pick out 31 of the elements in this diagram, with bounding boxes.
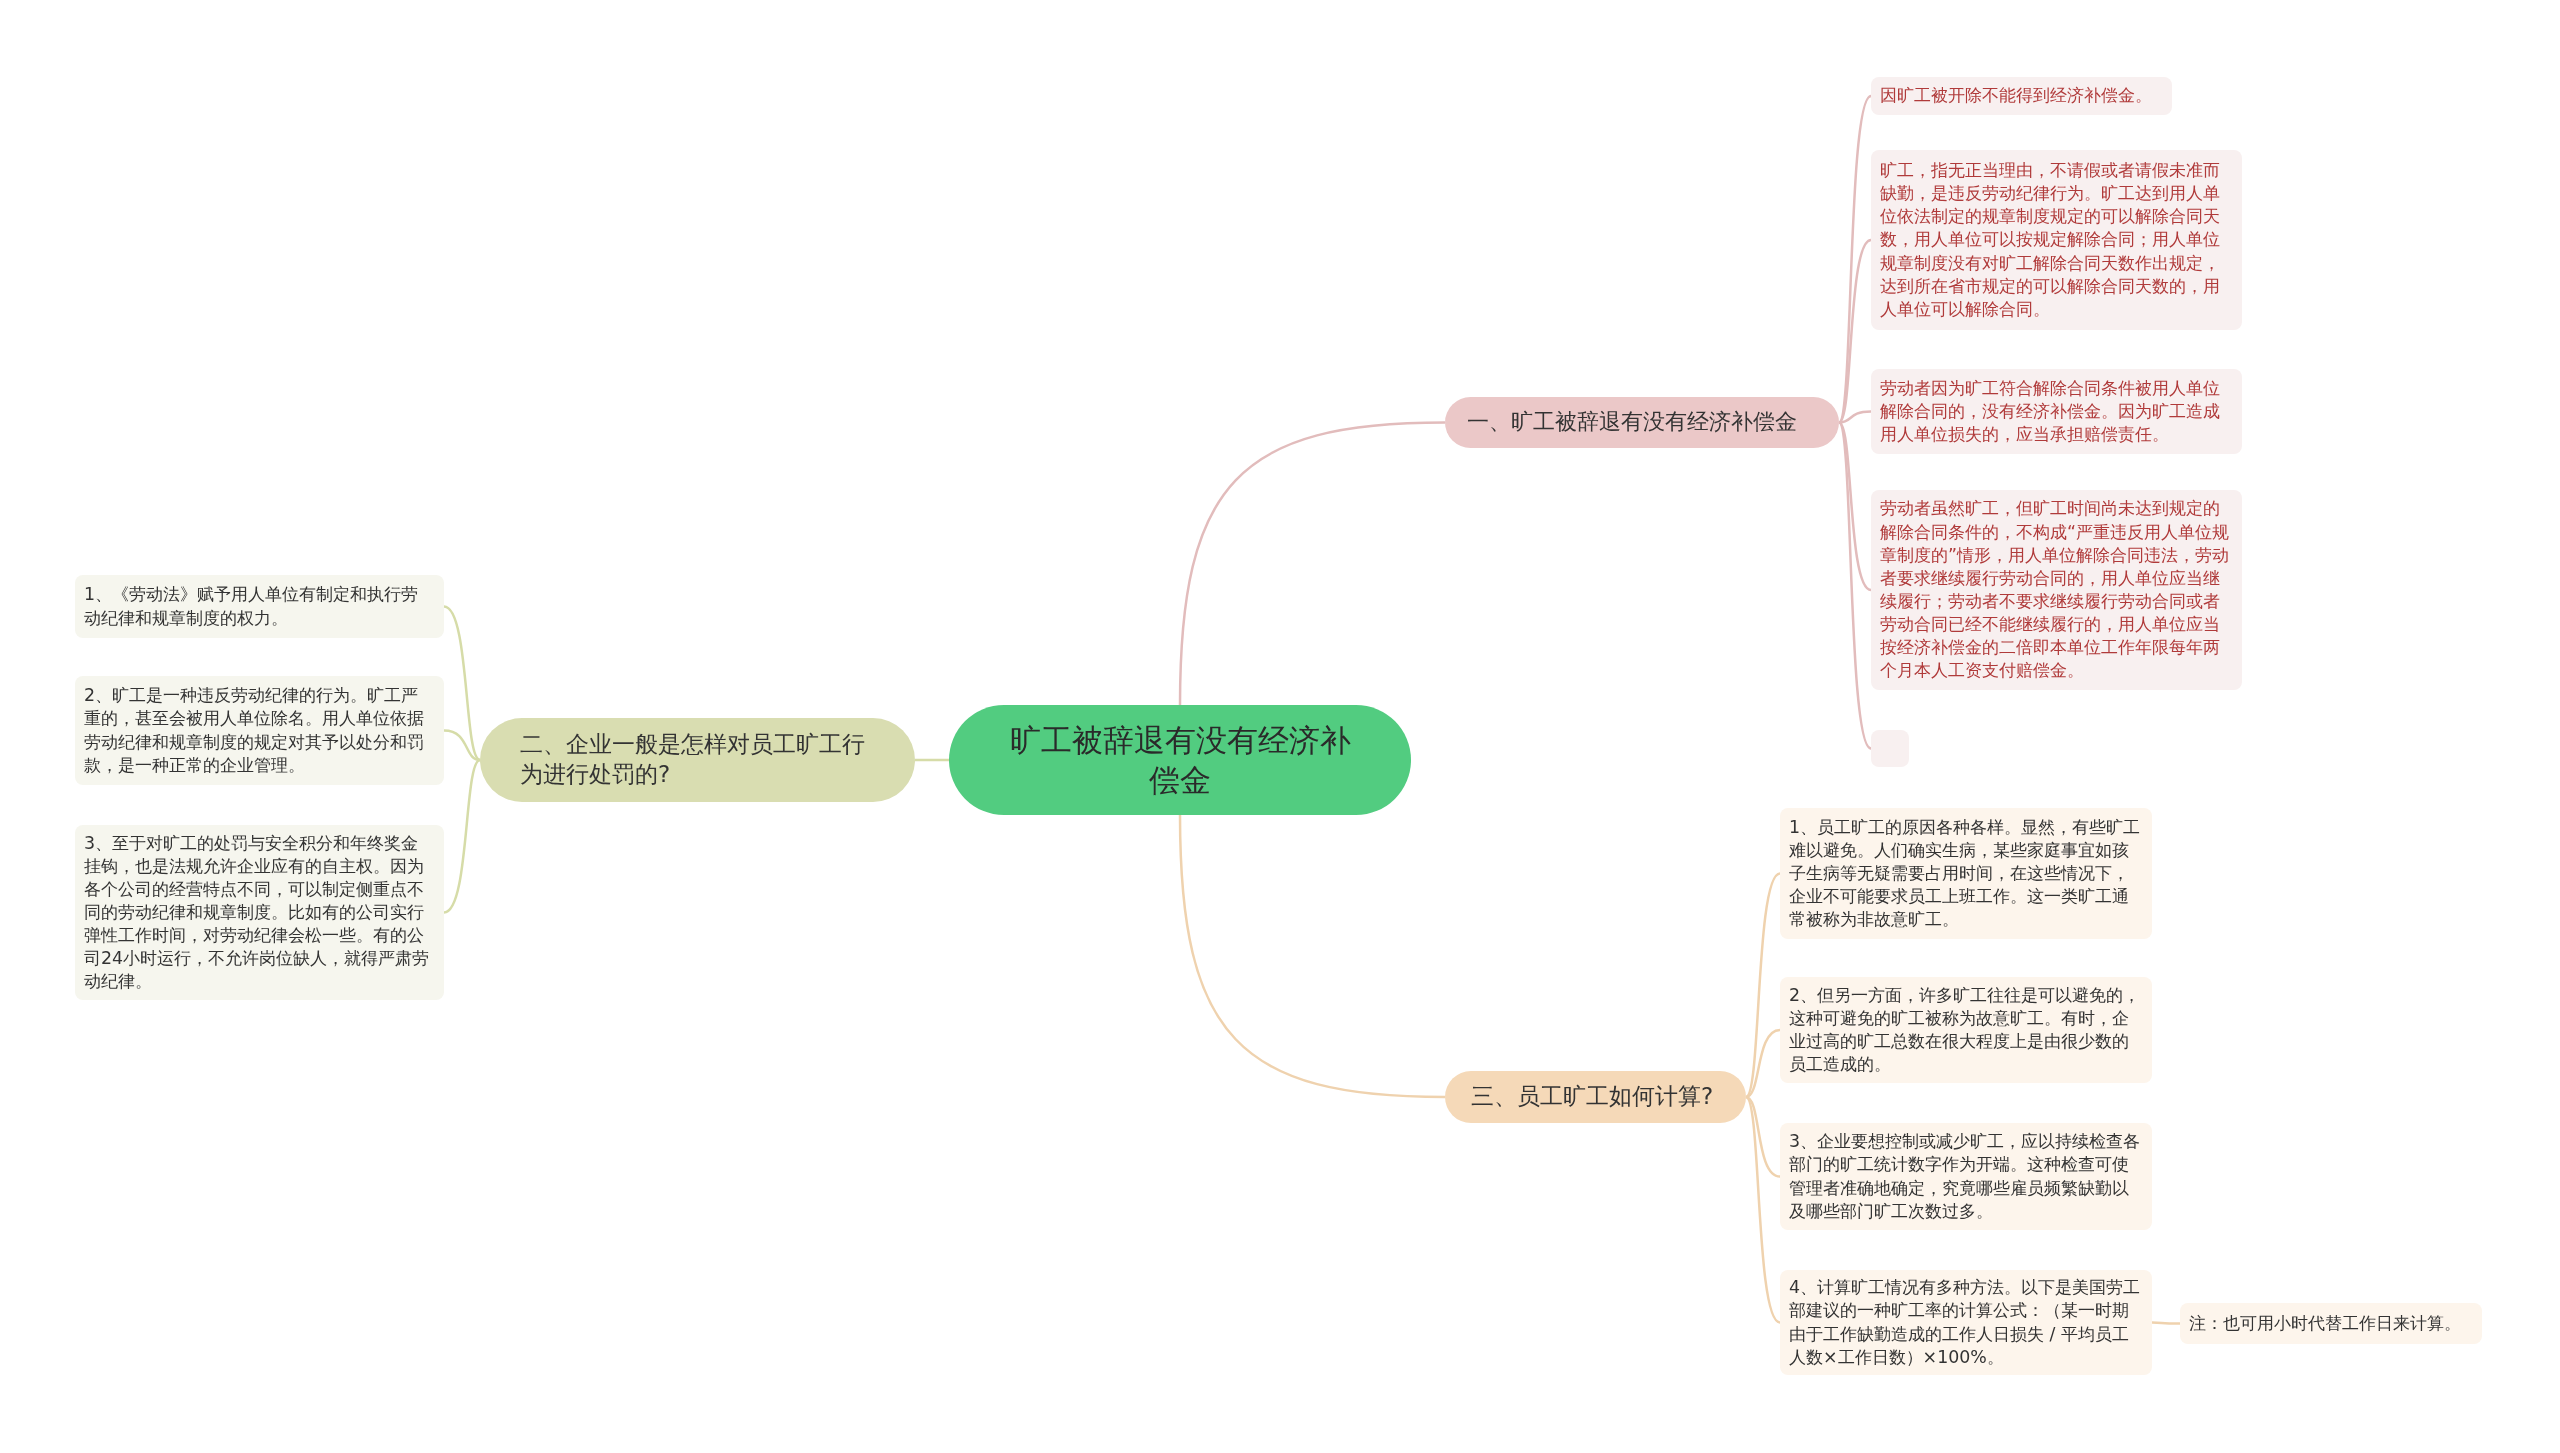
connector-line: [1178, 421, 1446, 706]
note-box: 2、但另一方面，许多旷工往往是可以避免的，这种可避免的旷工被称为故意旷工。有时，企业过高的旷工总数在很大程度上是由很少数的员工造成的。: [1780, 977, 2152, 1083]
note-box: 因旷工被开除不能得到经济补偿金。: [1871, 77, 2172, 115]
connector-line: [1745, 1096, 1781, 1324]
note-box: 劳动者虽然旷工，但旷工时间尚未达到规定的解除合同条件的，不构成“严重违反用人单位规章制度的”情形，用人单位解除合同违法，劳动者要求继续履行劳动合同的，用人单位应当继续履行；劳动者不要求继续履行劳动合同或者劳动合同已经不能继续履行的，用人单位应当按经济补偿金的二倍即本单位工作年限每年两个月本人工资支付赔偿金。: [1871, 490, 2242, 690]
note-box: 4、计算旷工情况有多种方法。以下是美国劳工部建议的一种旷工率的计算公式：（某一时期由于工作缺勤造成的工作人日损失 / 平均员工人数×工作日数）×100%。: [1780, 1270, 2152, 1375]
note-box: 劳动者因为旷工符合解除合同条件被用人单位解除合同的，没有经济补偿金。因为旷工造成用人单位损失的，应当承担赔偿责任。: [1871, 369, 2242, 454]
connector-line: [1838, 421, 1872, 592]
connector-line: [1178, 814, 1446, 1099]
branch-topic-box: 三、员工旷工如何计算?: [1445, 1071, 1746, 1123]
connector-line: [915, 758, 949, 762]
connector-line: [1745, 1095, 1781, 1178]
connector-line: [1745, 1028, 1781, 1099]
root-topic-box: 旷工被辞退有没有经济补偿金: [949, 705, 1411, 815]
note-box: 1、《劳动法》赋予用人单位有制定和执行劳动纪律和规章制度的权力。: [75, 575, 444, 638]
connector-line: [2152, 1321, 2180, 1325]
note-box: 3、至于对旷工的处罚与安全积分和年终奖金挂钩，也是法规允许企业应有的自主权。因为各个公司的经营特点不同，可以制定侧重点不同的劳动纪律和规章制度。比如有的公司实行弹性工作时间，对劳动纪律会松一些。有的公司24小时运行，不允许岗位缺人，就得严肃劳动纪律。: [75, 825, 444, 1000]
note-box: 2、旷工是一种违反劳动纪律的行为。旷工严重的，甚至会被用人单位除名。用人单位依据劳动纪律和规章制度的规定对其予以处分和罚款，是一种正常的企业管理。: [75, 676, 444, 785]
connector-line: [1745, 872, 1781, 1098]
connector-line: [1838, 238, 1872, 424]
connector-line: [443, 759, 481, 914]
note-box: 3、企业要想控制或减少旷工，应以持续检查各部门的旷工统计数字作为开端。这种检查可使管理者准确地确定，究竟哪些雇员频繁缺勤以及哪些部门旷工次数过多。: [1780, 1123, 2152, 1230]
connector-line: [1837, 421, 1872, 750]
branch-topic-box: 二、企业一般是怎样对员工旷工行为进行处罚的?: [480, 718, 915, 802]
branch-topic-box: 一、旷工被辞退有没有经济补偿金: [1445, 397, 1839, 448]
connector-line: [443, 605, 481, 761]
note-box: 注：也可用小时代替工作日来计算。: [2180, 1303, 2482, 1344]
connector-line: [1838, 410, 1872, 424]
empty-box: [1871, 730, 1909, 767]
note-box: 1、员工旷工的原因各种各样。显然，有些旷工难以避免。人们确实生病，某些家庭事宜如孩子生病等无疑需要占用时间，在这些情况下，企业不可能要求员工上班工作。这一类旷工通常被称为非故意旷工。: [1780, 808, 2152, 939]
note-box: 旷工，指无正当理由，不请假或者请假未准而缺勤，是违反劳动纪律行为。旷工达到用人单位依法制定的规章制度规定的可以解除合同天数，用人单位可以按规定解除合同；用人单位规章制度没有对旷工解除合同天数作出规定，达到所在省市规定的可以解除合同天数的，用人单位可以解除合同。: [1871, 150, 2242, 330]
